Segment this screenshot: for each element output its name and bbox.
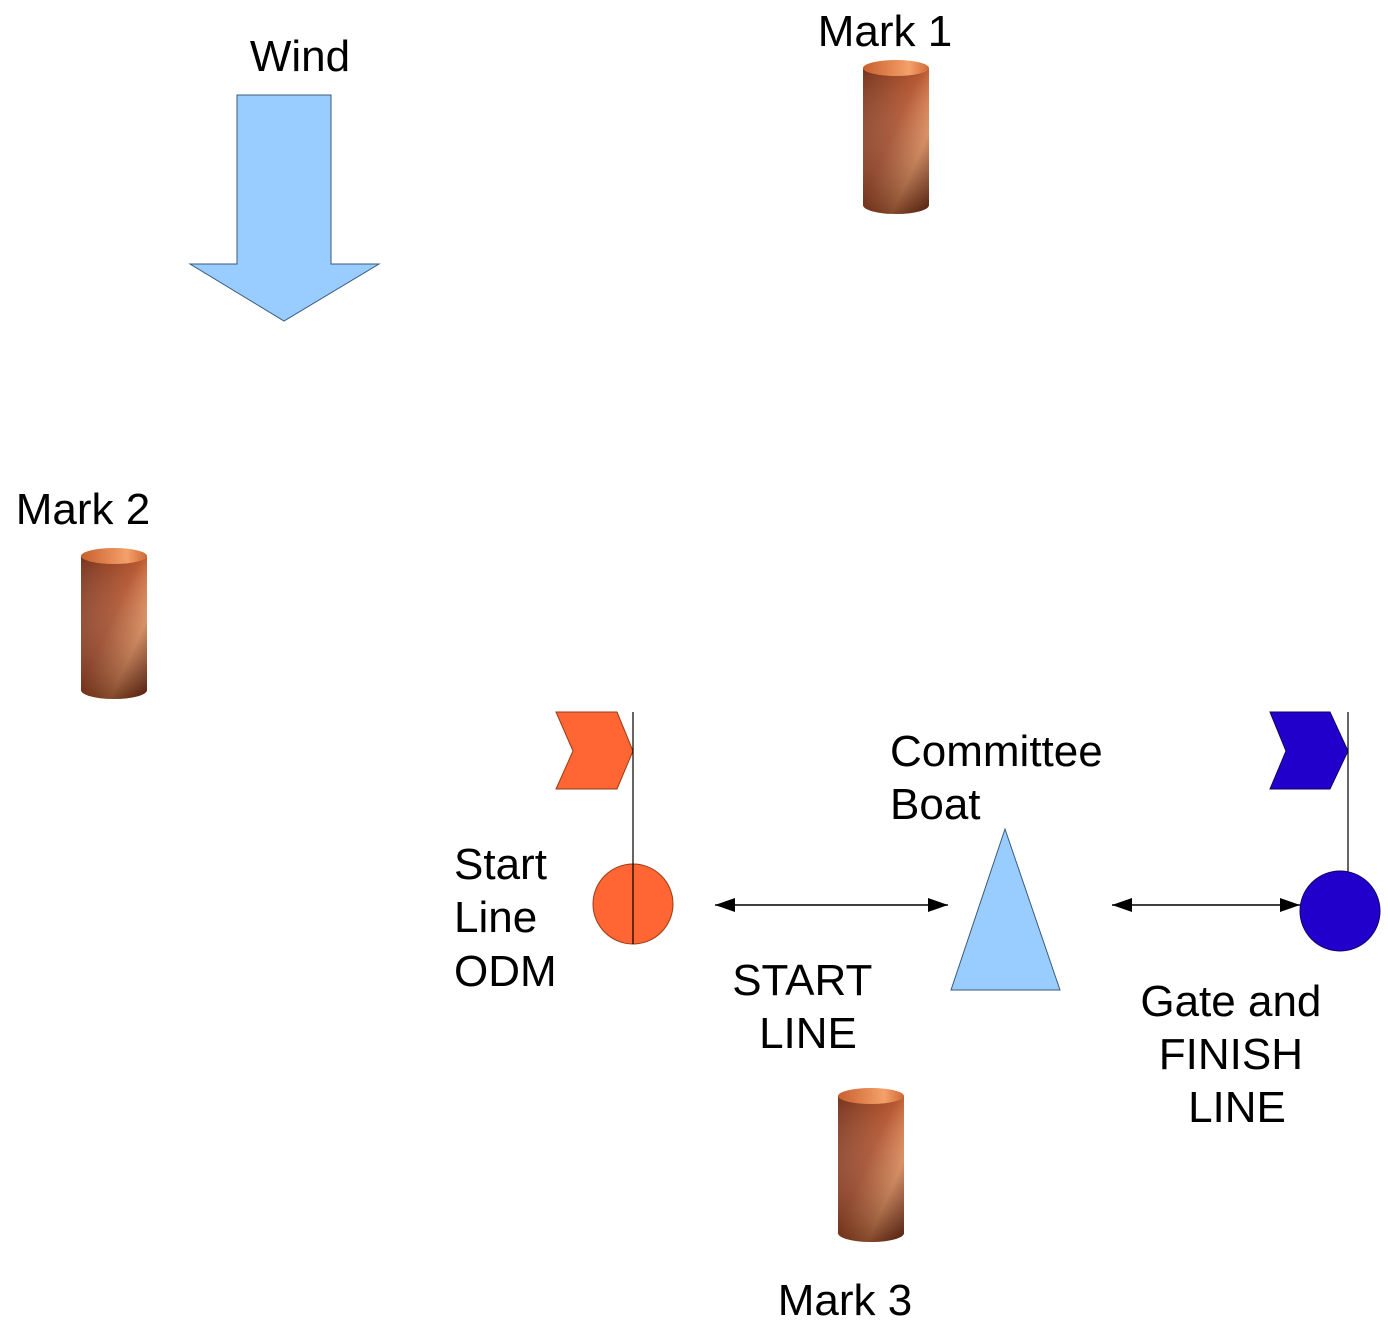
finish-line: Gate and FINISH LINE [1112,898,1333,1132]
mark-1: Mark 1 [818,7,952,214]
wind-indicator: Wind [188,32,381,322]
start-line-label-line-1: START [732,956,871,1005]
finish-flag-icon [1269,711,1349,790]
committee-boat-label-line-1: Committee [890,727,1103,776]
start-line: START LINE [715,898,948,1058]
gate-finish-label: Gate and FINISH LINE [1140,977,1333,1132]
committee-boat-label-line-2: Boat [890,780,981,829]
start-line-label-line-2: LINE [759,1009,857,1058]
committee-boat: Committee Boat [890,727,1115,991]
mark-3: Mark 3 [778,1088,912,1320]
committee-boat-icon [950,827,1061,991]
wind-label: Wind [250,32,350,81]
gate-finish-label-line-3: LINE [1188,1083,1286,1132]
wind-arrow [188,94,381,322]
mark-2: Mark 2 [16,485,150,699]
mark-1-buoy-icon [863,60,929,214]
gate-finish-label-line-2: FINISH [1159,1030,1303,1079]
odm-label-line-3: ODM [454,947,557,996]
mark-2-label: Mark 2 [16,485,150,534]
committee-boat-label: Committee Boat [890,727,1115,829]
mark-2-buoy-icon [81,548,147,699]
odm-flag-icon [555,711,634,790]
start-line-label: START LINE [732,956,884,1058]
mark-3-buoy-icon [838,1088,904,1242]
finish-mark [1269,711,1381,952]
start-line-odm-label: Start Line ODM [454,840,559,996]
gate-finish-label-line-1: Gate and [1140,977,1321,1026]
odm-label-line-2: Line [454,893,537,942]
finish-buoy-icon [1299,870,1381,952]
mark-3-label: Mark 3 [778,1276,912,1320]
odm-label-line-1: Start [454,840,547,889]
mark-1-label: Mark 1 [818,7,952,56]
start-line-odm: Start Line ODM [454,711,674,996]
